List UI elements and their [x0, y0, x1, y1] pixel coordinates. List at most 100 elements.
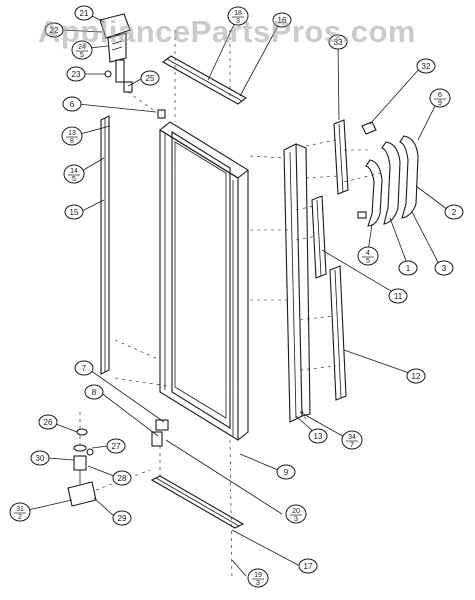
callout-bubble	[44, 22, 64, 38]
callout-bubble	[247, 568, 269, 588]
callout-number: 6	[70, 100, 75, 109]
callout-number: 25	[146, 74, 155, 83]
callout-7: 7	[74, 360, 94, 376]
callout-34: 347	[341, 430, 363, 450]
callout-9: 9	[276, 464, 296, 480]
callout-subnumber: 3	[294, 516, 298, 523]
callout-31: 312	[9, 502, 31, 522]
callout-number: 9	[284, 468, 289, 477]
callout-bubble	[30, 450, 50, 466]
callout-bubble	[38, 414, 58, 430]
callout-number: 8	[92, 388, 97, 397]
callout-number: 6	[438, 92, 442, 99]
callout-bubble	[429, 88, 451, 108]
callout-3: 3	[434, 260, 454, 276]
callout-bubble	[140, 70, 160, 86]
callout-subnumber: 2	[18, 514, 22, 521]
handle-assembly	[357, 121, 419, 227]
callout-number: 31	[16, 506, 24, 513]
callout-bubble	[298, 558, 318, 574]
callout-number: 7	[82, 364, 87, 373]
lower-hinge-bracket	[151, 419, 169, 447]
callout-23: 23	[66, 66, 86, 82]
callout-number: 4	[366, 250, 370, 257]
callout-bubble	[64, 204, 84, 220]
callout-number: 17	[304, 562, 313, 571]
callout-subnumber: 5	[72, 176, 76, 183]
callout-bubble	[106, 438, 126, 454]
callout-bubble	[66, 66, 86, 82]
callout-13: 138	[61, 126, 83, 146]
callout-22: 22	[44, 22, 64, 38]
top-trim	[161, 55, 248, 105]
callout-number: 15	[70, 208, 79, 217]
callout-bubble	[398, 260, 418, 276]
callout-21: 21	[74, 5, 94, 21]
callout-bubble	[74, 5, 94, 21]
callout-bubble	[63, 164, 85, 184]
callout-number: 27	[112, 442, 121, 451]
callout-subnumber: 7	[350, 442, 354, 449]
callout-number: 14	[70, 168, 78, 175]
callout-20: 203	[285, 504, 307, 524]
callout-1: 1	[398, 260, 418, 276]
callout-subnumber: 5	[366, 258, 370, 265]
callout-number: 32	[422, 62, 431, 71]
callout-bubble	[61, 126, 83, 146]
callout-bubble	[9, 502, 31, 522]
callout-number: 23	[72, 70, 81, 79]
handle-insert-lower	[329, 265, 347, 401]
callout-26: 26	[38, 414, 58, 430]
handle-channel	[283, 143, 311, 423]
callout-number: 28	[118, 474, 127, 483]
callout-bubble	[71, 40, 93, 60]
callout-subnumber: 8	[70, 138, 74, 145]
callout-number: 19	[254, 572, 262, 579]
callout-16: 16	[272, 12, 292, 28]
callout-11: 11	[388, 288, 408, 304]
callout-25: 25	[140, 70, 160, 86]
callout-number: 2	[452, 208, 457, 217]
callout-28: 28	[112, 470, 132, 486]
callout-number: 22	[50, 26, 59, 35]
callout-bubble	[308, 428, 328, 444]
callout-number: 1	[406, 264, 411, 273]
callout-bubble	[112, 510, 132, 526]
callout-bubble	[388, 288, 408, 304]
callout-19: 193	[247, 568, 269, 588]
callout-number: 18	[234, 10, 242, 17]
callout-6: 6	[62, 96, 82, 112]
callout-bubble	[84, 384, 104, 400]
callout-number: 30	[36, 454, 45, 463]
callout-bubble	[416, 58, 436, 74]
callout-30: 30	[30, 450, 50, 466]
handle-insert	[311, 195, 327, 279]
callout-subnumber: 5	[80, 52, 84, 59]
callout-bubble	[285, 504, 307, 524]
callout-number: 26	[44, 418, 53, 427]
callout-15: 15	[64, 204, 84, 220]
callout-18a: 183	[227, 6, 249, 26]
callout-32: 32	[416, 58, 436, 74]
callout-6b: 69	[429, 88, 451, 108]
callout-12: 12	[406, 368, 426, 384]
callout-number: 24	[78, 44, 86, 51]
callout-29: 29	[112, 510, 132, 526]
callout-number: 11	[394, 292, 403, 301]
callout-bubble	[62, 96, 82, 112]
top-hinge-assembly	[99, 13, 133, 93]
callout-bubble	[434, 260, 454, 276]
callout-27: 27	[106, 438, 126, 454]
hinge-screw	[157, 109, 166, 119]
callout-bubble	[444, 204, 464, 220]
callout-number: 12	[412, 372, 421, 381]
callout-33: 33	[328, 34, 348, 50]
callout-13b: 13	[308, 428, 328, 444]
callout-number: 3	[442, 264, 447, 273]
callout-subnumber: 9	[438, 100, 442, 107]
callout-17: 17	[298, 558, 318, 574]
callout-bubble	[357, 246, 379, 266]
callout-subnumber: 3	[256, 580, 260, 587]
callout-number: 34	[348, 434, 356, 441]
assembly-lines	[79, 30, 385, 581]
